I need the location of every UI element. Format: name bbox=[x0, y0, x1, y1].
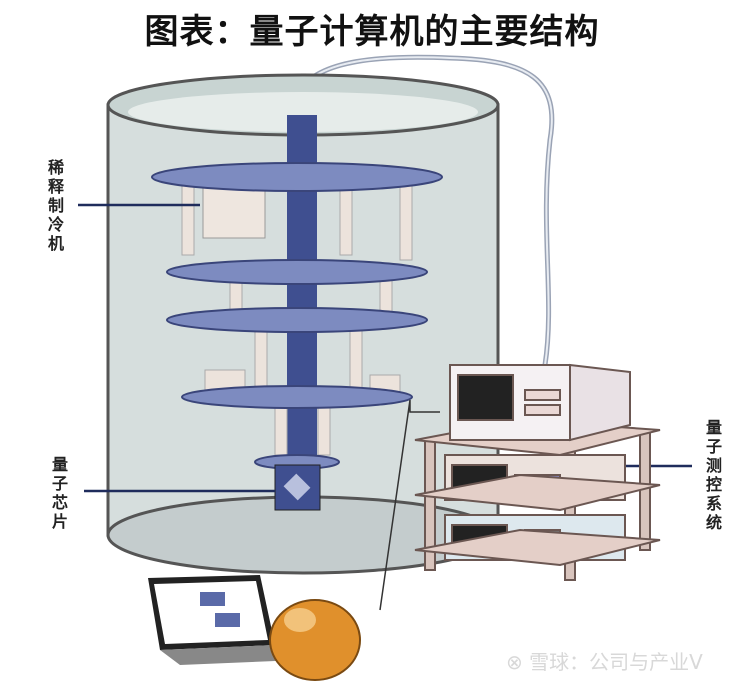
plate bbox=[166, 307, 428, 333]
snowball-logo-icon: ⊗ bbox=[506, 650, 530, 674]
mascot bbox=[269, 599, 361, 681]
plate bbox=[166, 259, 428, 285]
control-rack bbox=[414, 363, 661, 581]
laptop bbox=[148, 575, 300, 665]
figure-title: 图表：量子计算机的主要结构 bbox=[144, 12, 600, 52]
watermark: ⊗ 雪球：公司与产业V bbox=[506, 650, 703, 674]
plate bbox=[181, 385, 413, 409]
plate bbox=[151, 162, 443, 192]
label-dilution-refrigerator: 稀释制冷机 bbox=[47, 158, 64, 253]
label-quantum-control-system: 量子测控系统 bbox=[705, 418, 722, 532]
label-quantum-chip: 量子芯片 bbox=[51, 455, 68, 531]
dilution-refrigerator bbox=[106, 73, 500, 575]
quantum-chip bbox=[274, 464, 321, 511]
